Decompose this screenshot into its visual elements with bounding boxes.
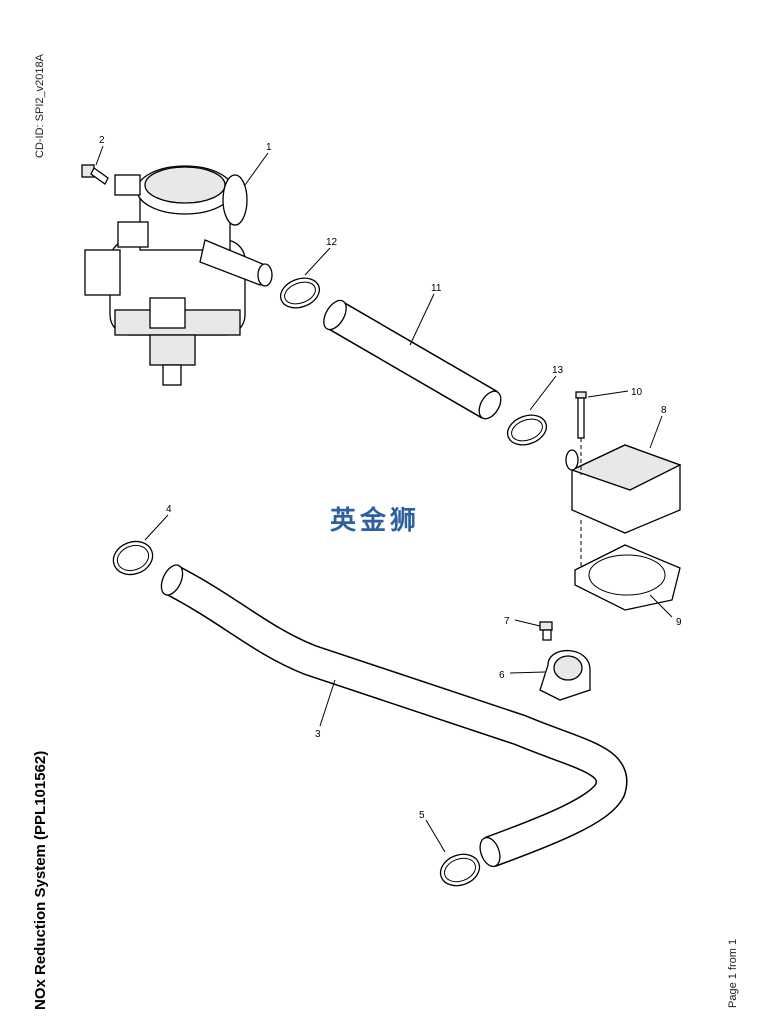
- pipe-3: [160, 564, 628, 868]
- clamp-13: [506, 414, 548, 446]
- bolt-2: [81, 164, 109, 185]
- callout-6: 6: [499, 670, 505, 681]
- callout-13: 13: [552, 365, 564, 376]
- hose-11: [323, 299, 502, 420]
- gasket-9: [574, 544, 681, 611]
- clamp-5: [439, 853, 481, 887]
- cover-8: [565, 444, 682, 534]
- callout-4: 4: [166, 504, 172, 515]
- bracket-6: [539, 649, 591, 701]
- callout-3: 3: [315, 729, 321, 740]
- callout-8: 8: [661, 405, 667, 416]
- callout-2: 2: [99, 135, 105, 146]
- callout-7: 7: [504, 616, 510, 627]
- callout-9: 9: [676, 617, 682, 628]
- bolt-7: [539, 621, 553, 641]
- watermark: 英金狮: [330, 506, 421, 536]
- callout-10: 10: [631, 387, 643, 398]
- callout-12: 12: [326, 237, 338, 248]
- callout-1: 1: [266, 142, 272, 153]
- valve-1: [84, 165, 273, 386]
- bolt-10: [575, 391, 587, 439]
- clamp-4: [112, 540, 154, 576]
- callout-5: 5: [419, 810, 425, 821]
- clamp-12: [279, 277, 321, 309]
- callout-11: 11: [431, 283, 442, 294]
